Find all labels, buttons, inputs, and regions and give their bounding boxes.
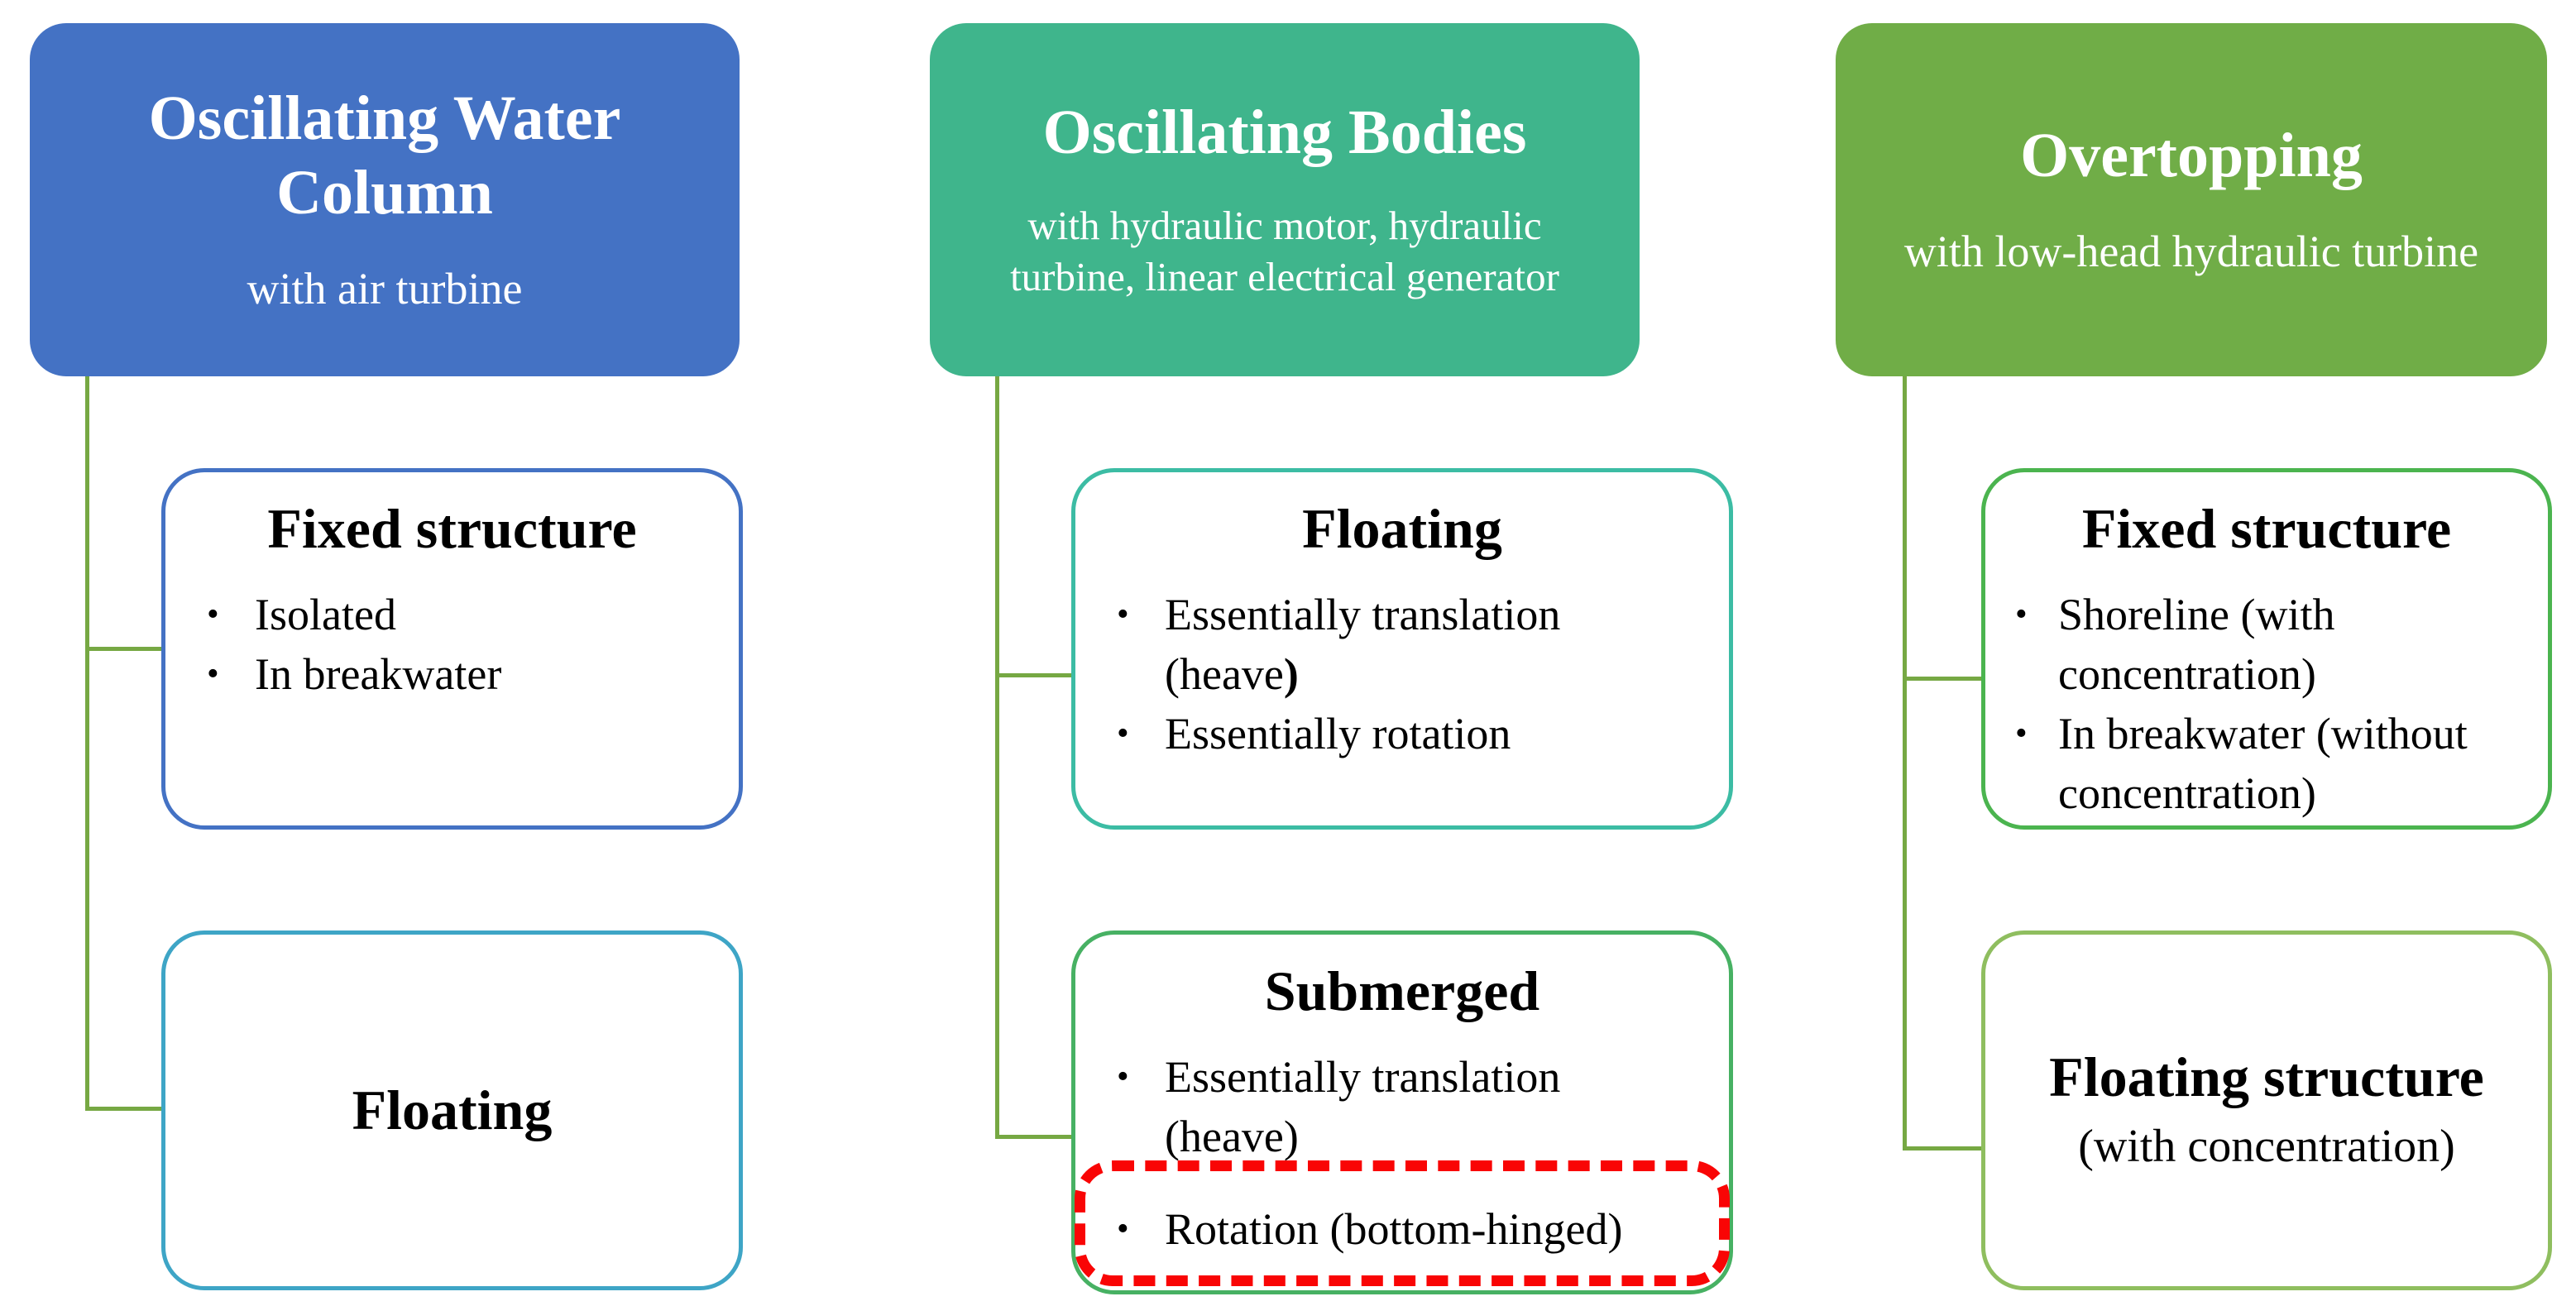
connector-branch-overtopping-fixed xyxy=(1903,677,1981,681)
connector-trunk-bodies xyxy=(995,372,999,1139)
bullet-text: Shoreline (with concentration) xyxy=(2058,589,2335,699)
bullet-dot-icon: • xyxy=(1117,1209,1129,1248)
connector-branch-overtopping-floating xyxy=(1903,1146,1981,1151)
bullet-text: Isolated xyxy=(255,589,396,639)
bullet-item: • Essentially translation (heave) xyxy=(1117,1047,1716,1166)
category-box-overtopping-floating-structure: Floating structure (with concentration) xyxy=(1981,930,2552,1290)
bullet-dot-icon: • xyxy=(207,654,219,693)
bullet-item: • Essentially rotation xyxy=(1117,704,1716,763)
bullet-dot-icon: • xyxy=(1117,595,1129,634)
bullet-text: In breakwater xyxy=(255,648,502,699)
box-title: Floating xyxy=(352,1078,553,1141)
bullet-list: • Essentially translation (heave) • Rota… xyxy=(1075,1047,1729,1259)
header-title: Oscillating Bodies xyxy=(1042,97,1527,167)
header-title: Overtopping xyxy=(2020,121,2363,191)
bullet-text: Essentially translation (heave) xyxy=(1165,1051,1561,1161)
connector-branch-bodies-submerged xyxy=(995,1135,1071,1139)
bullet-text: Essentially translation (heave) xyxy=(1165,585,1560,704)
category-box-bodies-submerged: Submerged • Essentially translation (hea… xyxy=(1071,930,1733,1294)
bullet-list: • Isolated • In breakwater xyxy=(165,585,739,704)
bullet-dot-icon: • xyxy=(207,595,219,634)
bullet-list: • Essentially translation (heave) • Esse… xyxy=(1075,585,1729,763)
bullet-dot-icon: • xyxy=(2015,595,2028,634)
bullet-dot-icon: • xyxy=(1117,1057,1129,1096)
bullet-text: Essentially rotation xyxy=(1165,708,1511,758)
bullet-item: • Essentially translation (heave) xyxy=(1117,585,1716,704)
highlight-dashed-box xyxy=(1075,1160,1730,1286)
box-title: Floating xyxy=(1302,497,1502,560)
category-box-owc-fixed-structure: Fixed structure • Isolated • In breakwat… xyxy=(161,468,743,830)
connector-trunk-overtopping xyxy=(1903,372,1907,1151)
header-subtitle: with low-head hydraulic turbine xyxy=(1903,226,2479,276)
header-title: Oscillating Water Column xyxy=(148,84,621,227)
bullet-item: • Shoreline (with concentration) xyxy=(2015,585,2540,704)
category-box-owc-floating: Floating xyxy=(161,930,743,1290)
bullet-list: • Shoreline (with concentration) • In br… xyxy=(1985,585,2548,823)
box-subtitle: (with concentration) xyxy=(2078,1120,2455,1172)
connector-branch-owc-fixed xyxy=(85,647,161,651)
bullet-text: Rotation (bottom-hinged) xyxy=(1165,1203,1623,1254)
header-oscillating-bodies: Oscillating Bodies with hydraulic motor,… xyxy=(930,23,1640,376)
bullet-text-bold-paren: ) xyxy=(1283,648,1299,699)
header-subtitle: with air turbine xyxy=(247,263,523,313)
box-title: Floating structure xyxy=(2049,1045,2484,1109)
bullet-text-normal: Essentially translation (heave xyxy=(1165,589,1561,699)
bullet-dot-icon: • xyxy=(1117,714,1129,753)
box-title: Fixed structure xyxy=(2081,497,2452,560)
bullet-item: • In breakwater (without concentration) xyxy=(2015,704,2540,823)
connector-branch-owc-floating xyxy=(85,1107,161,1111)
bullet-item: • Isolated xyxy=(207,585,725,644)
header-oscillating-water-column: Oscillating Water Column with air turbin… xyxy=(30,23,740,376)
box-title: Fixed structure xyxy=(267,497,637,560)
connector-trunk-owc xyxy=(85,372,89,1111)
header-subtitle: with hydraulic motor, hydraulic turbine,… xyxy=(1010,202,1559,300)
box-title: Submerged xyxy=(1264,959,1540,1022)
bullet-item: • In breakwater xyxy=(207,644,725,704)
bullet-item-highlighted: • Rotation (bottom-hinged) xyxy=(1117,1199,1716,1259)
bullet-dot-icon: • xyxy=(2015,714,2028,753)
category-box-bodies-floating: Floating • Essentially translation (heav… xyxy=(1071,468,1733,830)
category-box-overtopping-fixed-structure: Fixed structure • Shoreline (with concen… xyxy=(1981,468,2552,830)
bullet-text: In breakwater (without concentration) xyxy=(2058,708,2468,818)
header-overtopping: Overtopping with low-head hydraulic turb… xyxy=(1836,23,2547,376)
connector-branch-bodies-floating xyxy=(995,673,1071,677)
